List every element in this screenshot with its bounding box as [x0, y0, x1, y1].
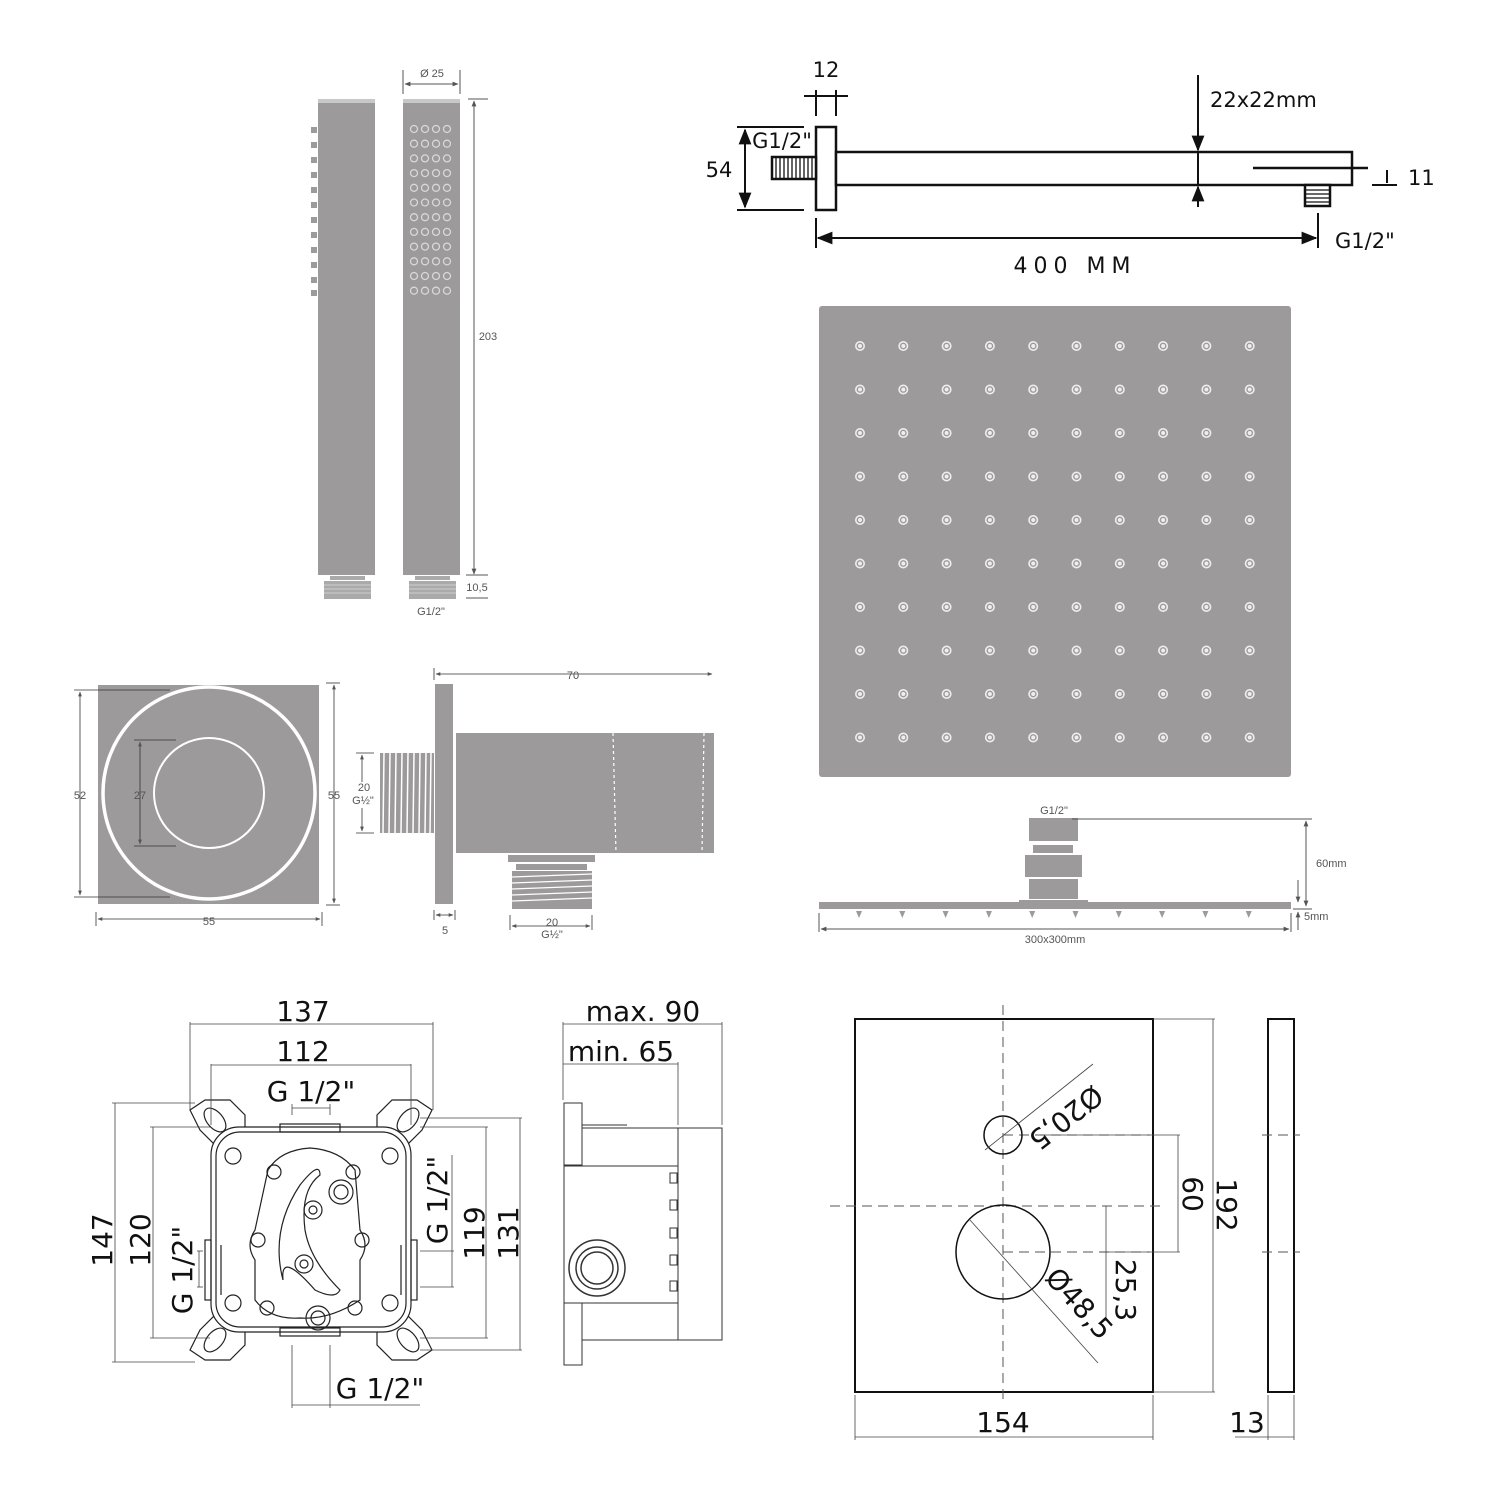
cover-thickness-label: 13	[1229, 1406, 1265, 1439]
mixer-top-thread-label: G 1/2"	[267, 1075, 356, 1108]
rain-head-plate-thickness-label: 5mm	[1304, 911, 1328, 923]
wall-outlet-side-view: 70 20 G½" 5 20 G½"	[352, 668, 714, 941]
mixer-max-depth-label: max. 90	[586, 995, 700, 1028]
hand-shower-diameter-label: Ø 25	[420, 68, 444, 80]
arm-flange-width-label: 12	[813, 58, 840, 82]
cover-small-hole-label: Ø20,5	[1022, 1079, 1109, 1157]
mixer-min-depth-label: min. 65	[568, 1035, 674, 1068]
arm-outlet-thread-label: G1/2"	[1335, 229, 1395, 253]
arm-tube-section-label: 22x22mm	[1210, 88, 1317, 112]
mixer-right-inner-label: 119	[458, 1206, 491, 1259]
outlet-inlet-size-label: 20	[358, 782, 370, 794]
cover-offset-label: 25,3	[1109, 1259, 1142, 1321]
outlet-plate-thickness-label: 5	[442, 925, 448, 937]
cover-height-label: 192	[1210, 1178, 1243, 1231]
outlet-inlet-thread-label: G½"	[352, 795, 374, 807]
cover-large-hole-label: Ø48,5	[1039, 1261, 1120, 1346]
wall-outlet-front-view: 52 27 55 55	[74, 682, 340, 928]
hand-shower-thread-label: G1/2"	[417, 606, 445, 618]
mixer-bottom-thread-label: G 1/2"	[336, 1372, 425, 1405]
cover-width-label: 154	[976, 1406, 1029, 1439]
mixer-outer-height-label: 147	[86, 1213, 119, 1266]
cover-hole-spacing-label: 60	[1176, 1176, 1209, 1212]
hand-shower-thread-height-label: 10,5	[466, 582, 487, 594]
arm-inlet-thread-label: G1/2"	[752, 129, 812, 153]
rain-head-size-label: 300x300mm	[1025, 934, 1086, 946]
arm-outlet-offset-label: 11	[1408, 166, 1435, 190]
outlet-height-label: 55	[328, 790, 340, 802]
mixer-right-thread-label: G 1/2"	[421, 1156, 454, 1245]
mixer-left-thread-label: G 1/2"	[166, 1226, 199, 1315]
outlet-inner-diameter-label: 27	[134, 790, 146, 802]
hand-shower-side-view	[311, 99, 375, 599]
outlet-outer-diameter-label: 52	[74, 790, 86, 802]
outlet-side-length-label: 70	[567, 670, 579, 682]
mixer-inner-height-label: 120	[124, 1213, 157, 1266]
mixer-inner-width-label: 112	[276, 1035, 329, 1068]
mixer-box-front-view	[112, 1022, 522, 1408]
rain-head-height-label: 60mm	[1316, 858, 1347, 870]
arm-length-label: 400 MM	[1014, 254, 1137, 279]
mixer-box-side-view	[562, 1022, 723, 1366]
mixer-right-outer-label: 131	[492, 1206, 525, 1259]
mixer-outer-width-label: 137	[276, 995, 329, 1028]
outlet-width-label: 55	[203, 916, 215, 928]
arm-flange-height-label: 54	[706, 158, 733, 182]
cover-plate-side-view	[1235, 1018, 1300, 1440]
outlet-outlet-thread-label: G½"	[541, 929, 563, 941]
hand-shower-drawing: Ø 25 203 10,5 G1/2"	[311, 68, 497, 618]
hand-shower-front-view	[403, 99, 460, 599]
cover-plate-front-view	[830, 1005, 1215, 1440]
outlet-outlet-size-label: 20	[546, 917, 558, 929]
hand-shower-length-label: 203	[479, 331, 497, 343]
rain-shower-head-side-view	[818, 818, 1312, 932]
shower-arm-drawing	[737, 75, 1397, 248]
rain-shower-head-top-view	[819, 306, 1291, 777]
rain-head-thread-label: G1/2"	[1040, 805, 1068, 817]
